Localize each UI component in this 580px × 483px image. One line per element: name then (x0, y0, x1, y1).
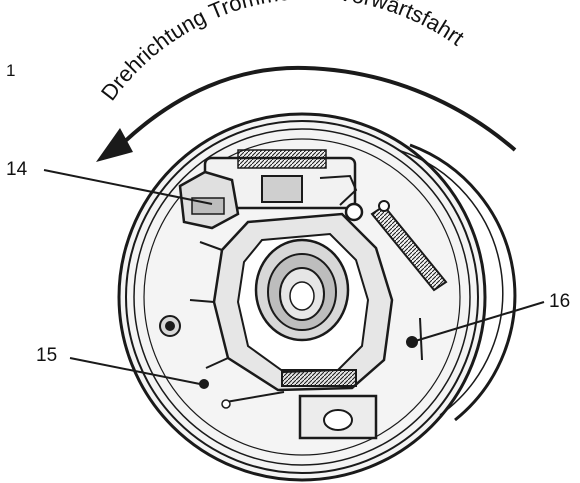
wheel-hub (254, 238, 350, 342)
callout-16: 16 (549, 291, 571, 312)
figure-number: 1 (6, 61, 16, 80)
leader-lines (43, 169, 545, 385)
callout-14: 14 (6, 159, 28, 180)
lower-spring (281, 369, 357, 387)
rotation-arrow (116, 65, 517, 152)
return-spring (344, 200, 448, 292)
leader-15 (69, 357, 201, 385)
adjuster-mechanism (178, 170, 240, 230)
anchor-block (221, 391, 378, 440)
leader-16 (411, 301, 545, 343)
callout-15: 15 (36, 345, 58, 366)
rotation-arrowhead-icon (96, 128, 133, 162)
leader-14 (43, 169, 213, 205)
